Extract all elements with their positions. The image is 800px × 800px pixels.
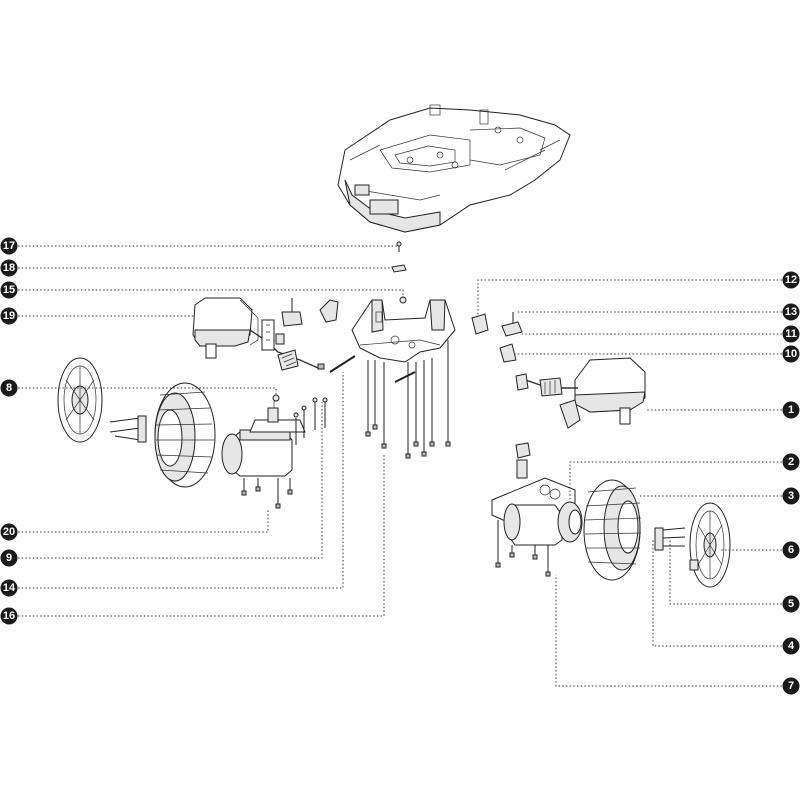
right-gear-motor	[491, 442, 583, 546]
left-hubcap	[57, 357, 103, 443]
leader-9	[18, 402, 323, 559]
svg-text:9: 9	[6, 552, 12, 564]
callout-19: 19	[0, 307, 18, 325]
callout-2: 2	[782, 453, 800, 471]
svg-text:15: 15	[3, 284, 15, 296]
svg-text:7: 7	[788, 680, 794, 692]
svg-text:17: 17	[3, 240, 15, 252]
svg-text:4: 4	[788, 640, 795, 652]
center-pin	[329, 241, 416, 383]
left-motor-screws	[241, 397, 328, 509]
right-hub-bolts	[654, 527, 686, 551]
callout-6: 6	[782, 541, 800, 559]
leader-12	[477, 279, 782, 316]
svg-text:12: 12	[785, 274, 797, 286]
left-cable-assembly	[249, 319, 325, 371]
callout-14: 14	[0, 579, 18, 597]
left-hub-bolts	[109, 415, 147, 443]
svg-text:1: 1	[788, 404, 794, 416]
svg-text:10: 10	[785, 348, 797, 360]
clip-bracket-left	[319, 299, 339, 323]
svg-text:11: 11	[785, 328, 797, 340]
right-cable-assembly	[515, 373, 578, 397]
callout-3: 3	[782, 487, 800, 505]
callout-16: 16	[0, 607, 18, 625]
svg-text:3: 3	[788, 490, 794, 502]
svg-text:5: 5	[788, 598, 794, 610]
callout-20: 20	[0, 523, 18, 541]
callout-1: 1	[782, 401, 800, 419]
callout-17: 17	[0, 237, 18, 255]
callout-18: 18	[0, 259, 18, 277]
callout-12: 12	[782, 271, 800, 289]
center-bracket	[351, 299, 456, 363]
svg-text:14: 14	[3, 582, 16, 594]
leader-7	[555, 575, 782, 687]
callout-10: 10	[782, 345, 800, 363]
svg-text:13: 13	[785, 306, 797, 318]
svg-text:2: 2	[788, 456, 794, 468]
left-motor-cover	[192, 297, 259, 359]
callout-5: 5	[782, 595, 800, 613]
svg-text:8: 8	[6, 382, 12, 394]
leader-14	[18, 372, 344, 589]
left-wheel	[154, 382, 216, 488]
right-small-parts	[471, 312, 523, 363]
svg-text:18: 18	[3, 262, 15, 274]
callout-9: 9	[0, 549, 18, 567]
callout-4: 4	[782, 637, 800, 655]
leader-2	[569, 461, 782, 500]
leader-5	[669, 540, 782, 605]
center-screws	[365, 340, 451, 459]
svg-text:6: 6	[788, 544, 794, 556]
callout-8: 8	[0, 379, 18, 397]
leader-8	[18, 387, 277, 396]
callout-13: 13	[782, 303, 800, 321]
callout-15: 15	[0, 281, 18, 299]
right-hubcap	[689, 502, 731, 588]
svg-text:16: 16	[3, 610, 15, 622]
leader-lines	[18, 245, 782, 687]
svg-text:20: 20	[3, 526, 15, 538]
right-motor-screws	[495, 520, 551, 577]
callout-7: 7	[782, 677, 800, 695]
leader-15	[18, 289, 404, 298]
left-gear-motor	[221, 394, 306, 477]
chassis-body	[337, 104, 571, 233]
svg-text:19: 19	[3, 310, 15, 322]
right-motor-cover	[559, 357, 646, 429]
callout-11: 11	[782, 325, 800, 343]
leader-20	[18, 510, 269, 533]
right-wheel	[583, 479, 642, 581]
left-small-parts	[275, 298, 303, 345]
